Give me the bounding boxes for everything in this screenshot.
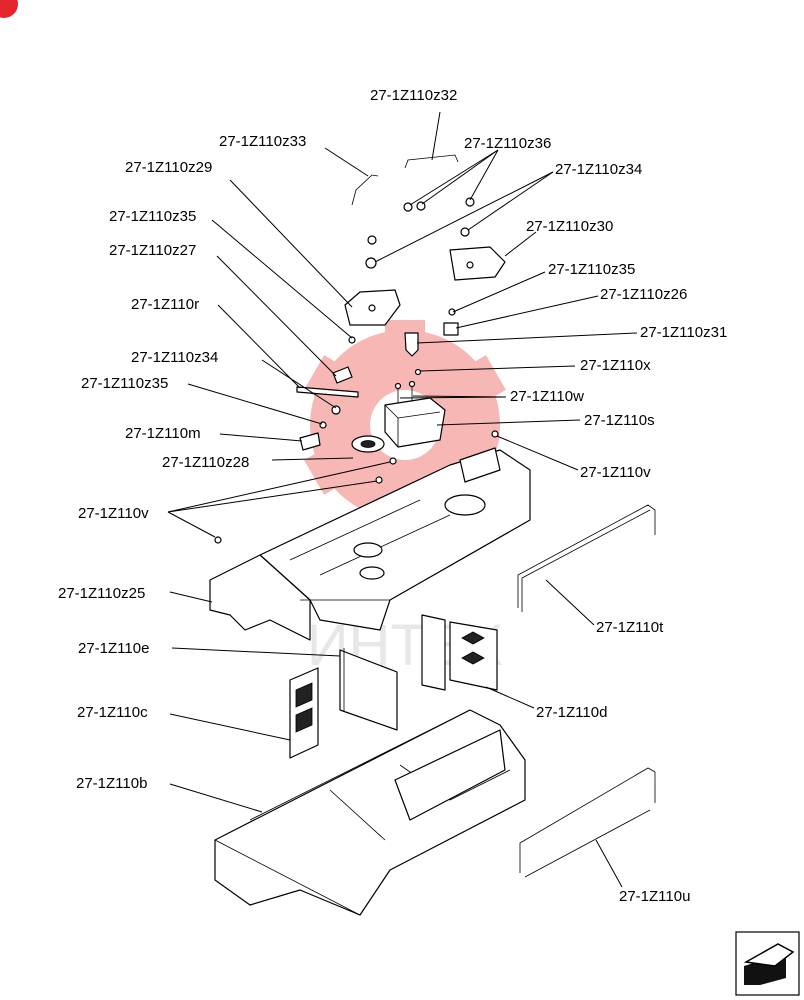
part-z35b-washer: [448, 308, 456, 316]
label-e: 27-1Z110e: [78, 640, 149, 657]
part-top-screws: [365, 197, 475, 269]
label-v2: 27-1Z110v: [78, 505, 149, 522]
label-z28: 27-1Z110z28: [162, 454, 249, 471]
label-z25: 27-1Z110z25: [58, 585, 145, 602]
label-z33: 27-1Z110z33: [219, 133, 306, 150]
part-b-housing: [214, 709, 526, 916]
part-z30-hole: [466, 261, 474, 269]
part-z30-plate: [449, 246, 506, 281]
part-z29-hole: [368, 304, 376, 312]
label-z29: 27-1Z110z29: [125, 159, 212, 176]
label-r: 27-1Z110r: [131, 296, 199, 313]
part-u-frame: [519, 767, 656, 878]
part-s-block: [384, 397, 446, 448]
part-m-clamp: [299, 432, 321, 451]
label-x: 27-1Z110x: [580, 357, 651, 374]
part-z34b-screw: [331, 405, 341, 415]
leader-lines: [167, 111, 638, 888]
part-t-frame: [517, 504, 656, 612]
label-z35b: 27-1Z110z35: [548, 261, 635, 278]
label-d: 27-1Z110d: [536, 704, 607, 721]
part-z33-rod: [351, 174, 379, 206]
part-z25-housing: [209, 447, 531, 641]
next-page-button[interactable]: [735, 931, 800, 996]
label-z35c: 27-1Z110z35: [81, 375, 168, 392]
label-w: 27-1Z110w: [510, 388, 584, 405]
label-m: 27-1Z110m: [125, 425, 201, 442]
part-e-panel: [339, 649, 398, 731]
label-s: 27-1Z110s: [584, 412, 655, 429]
arrow-next-icon: [743, 943, 795, 985]
part-z28-hub: [360, 440, 376, 448]
part-z35a-washer: [348, 336, 356, 344]
part-d-filter: [421, 614, 498, 691]
part-c-filter: [289, 667, 319, 759]
label-z32: 27-1Z110z32: [370, 87, 457, 104]
part-z31-bracket: [404, 332, 419, 357]
part-v-screw-4: [214, 536, 222, 544]
label-c: 27-1Z110c: [77, 704, 148, 721]
label-z31: 27-1Z110z31: [640, 324, 727, 341]
part-z32-rod: [404, 154, 459, 169]
part-z35c-washer: [319, 421, 327, 429]
part-v-screw-3: [375, 476, 383, 484]
part-z27-clip: [332, 366, 353, 384]
corner-badge: [0, 0, 18, 18]
label-z30: 27-1Z110z30: [526, 218, 613, 235]
part-labels: 27-1Z110z32 27-1Z110z33 27-1Z110z36 27-1…: [58, 87, 727, 905]
label-z27: 27-1Z110z27: [109, 242, 196, 259]
label-z35a: 27-1Z110z35: [109, 208, 196, 225]
part-v-screw-2: [389, 457, 397, 465]
label-z34a: 27-1Z110z34: [555, 161, 642, 178]
part-w-pins: [394, 380, 416, 405]
part-s-edges: [384, 404, 441, 447]
part-r-strip: [296, 386, 359, 398]
label-v1: 27-1Z110v: [580, 464, 651, 481]
label-b: 27-1Z110b: [76, 775, 147, 792]
part-v-screw-1: [491, 430, 499, 438]
label-u: 27-1Z110u: [619, 888, 690, 905]
part-x-pin: [414, 368, 422, 376]
label-z34b: 27-1Z110z34: [131, 349, 218, 366]
label-t: 27-1Z110t: [596, 619, 664, 636]
label-z36: 27-1Z110z36: [464, 135, 551, 152]
part-z26-clip: [443, 322, 459, 336]
label-z26: 27-1Z110z26: [600, 286, 687, 303]
